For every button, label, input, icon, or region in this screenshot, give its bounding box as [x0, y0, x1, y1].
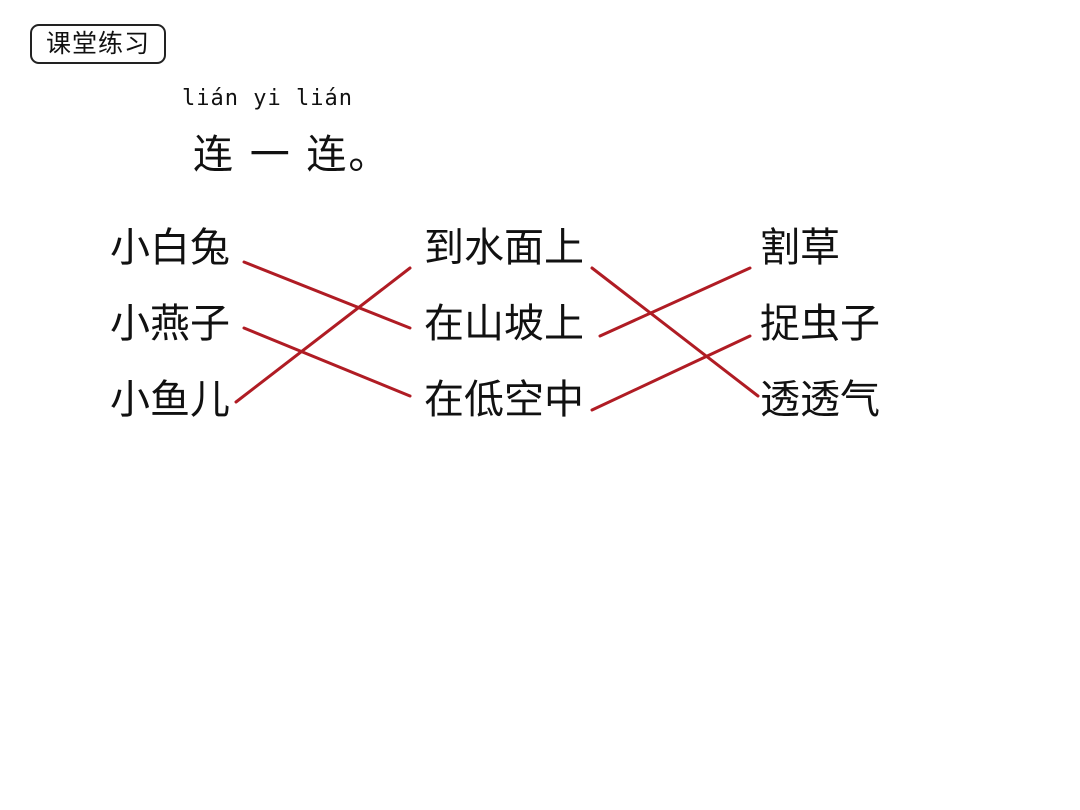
middle-item-3[interactable]: 在低空中: [424, 377, 584, 423]
right-item-1[interactable]: 割草: [760, 225, 840, 271]
middle-item-2[interactable]: 在山坡上: [424, 301, 584, 347]
instruction-pinyin: lián yi lián: [182, 86, 353, 111]
left-item-1[interactable]: 小白兔: [110, 225, 230, 271]
line-rabbit-hillside: [242, 260, 412, 330]
lesson-badge: 课堂练习: [30, 24, 166, 64]
left-item-2[interactable]: 小燕子: [110, 301, 230, 347]
line-surface-breathe: [590, 266, 760, 398]
middle-item-1[interactable]: 到水面上: [424, 225, 584, 271]
right-item-3[interactable]: 透透气: [760, 377, 880, 423]
left-item-3[interactable]: 小鱼儿: [110, 377, 230, 423]
line-fish-surface: [234, 266, 412, 404]
line-swallow-lowsky: [242, 326, 412, 398]
instruction-title: 连 一 连。: [193, 132, 391, 178]
right-item-2[interactable]: 捉虫子: [760, 301, 880, 347]
line-hillside-grass: [598, 266, 752, 338]
line-lowsky-bugs: [590, 334, 752, 412]
